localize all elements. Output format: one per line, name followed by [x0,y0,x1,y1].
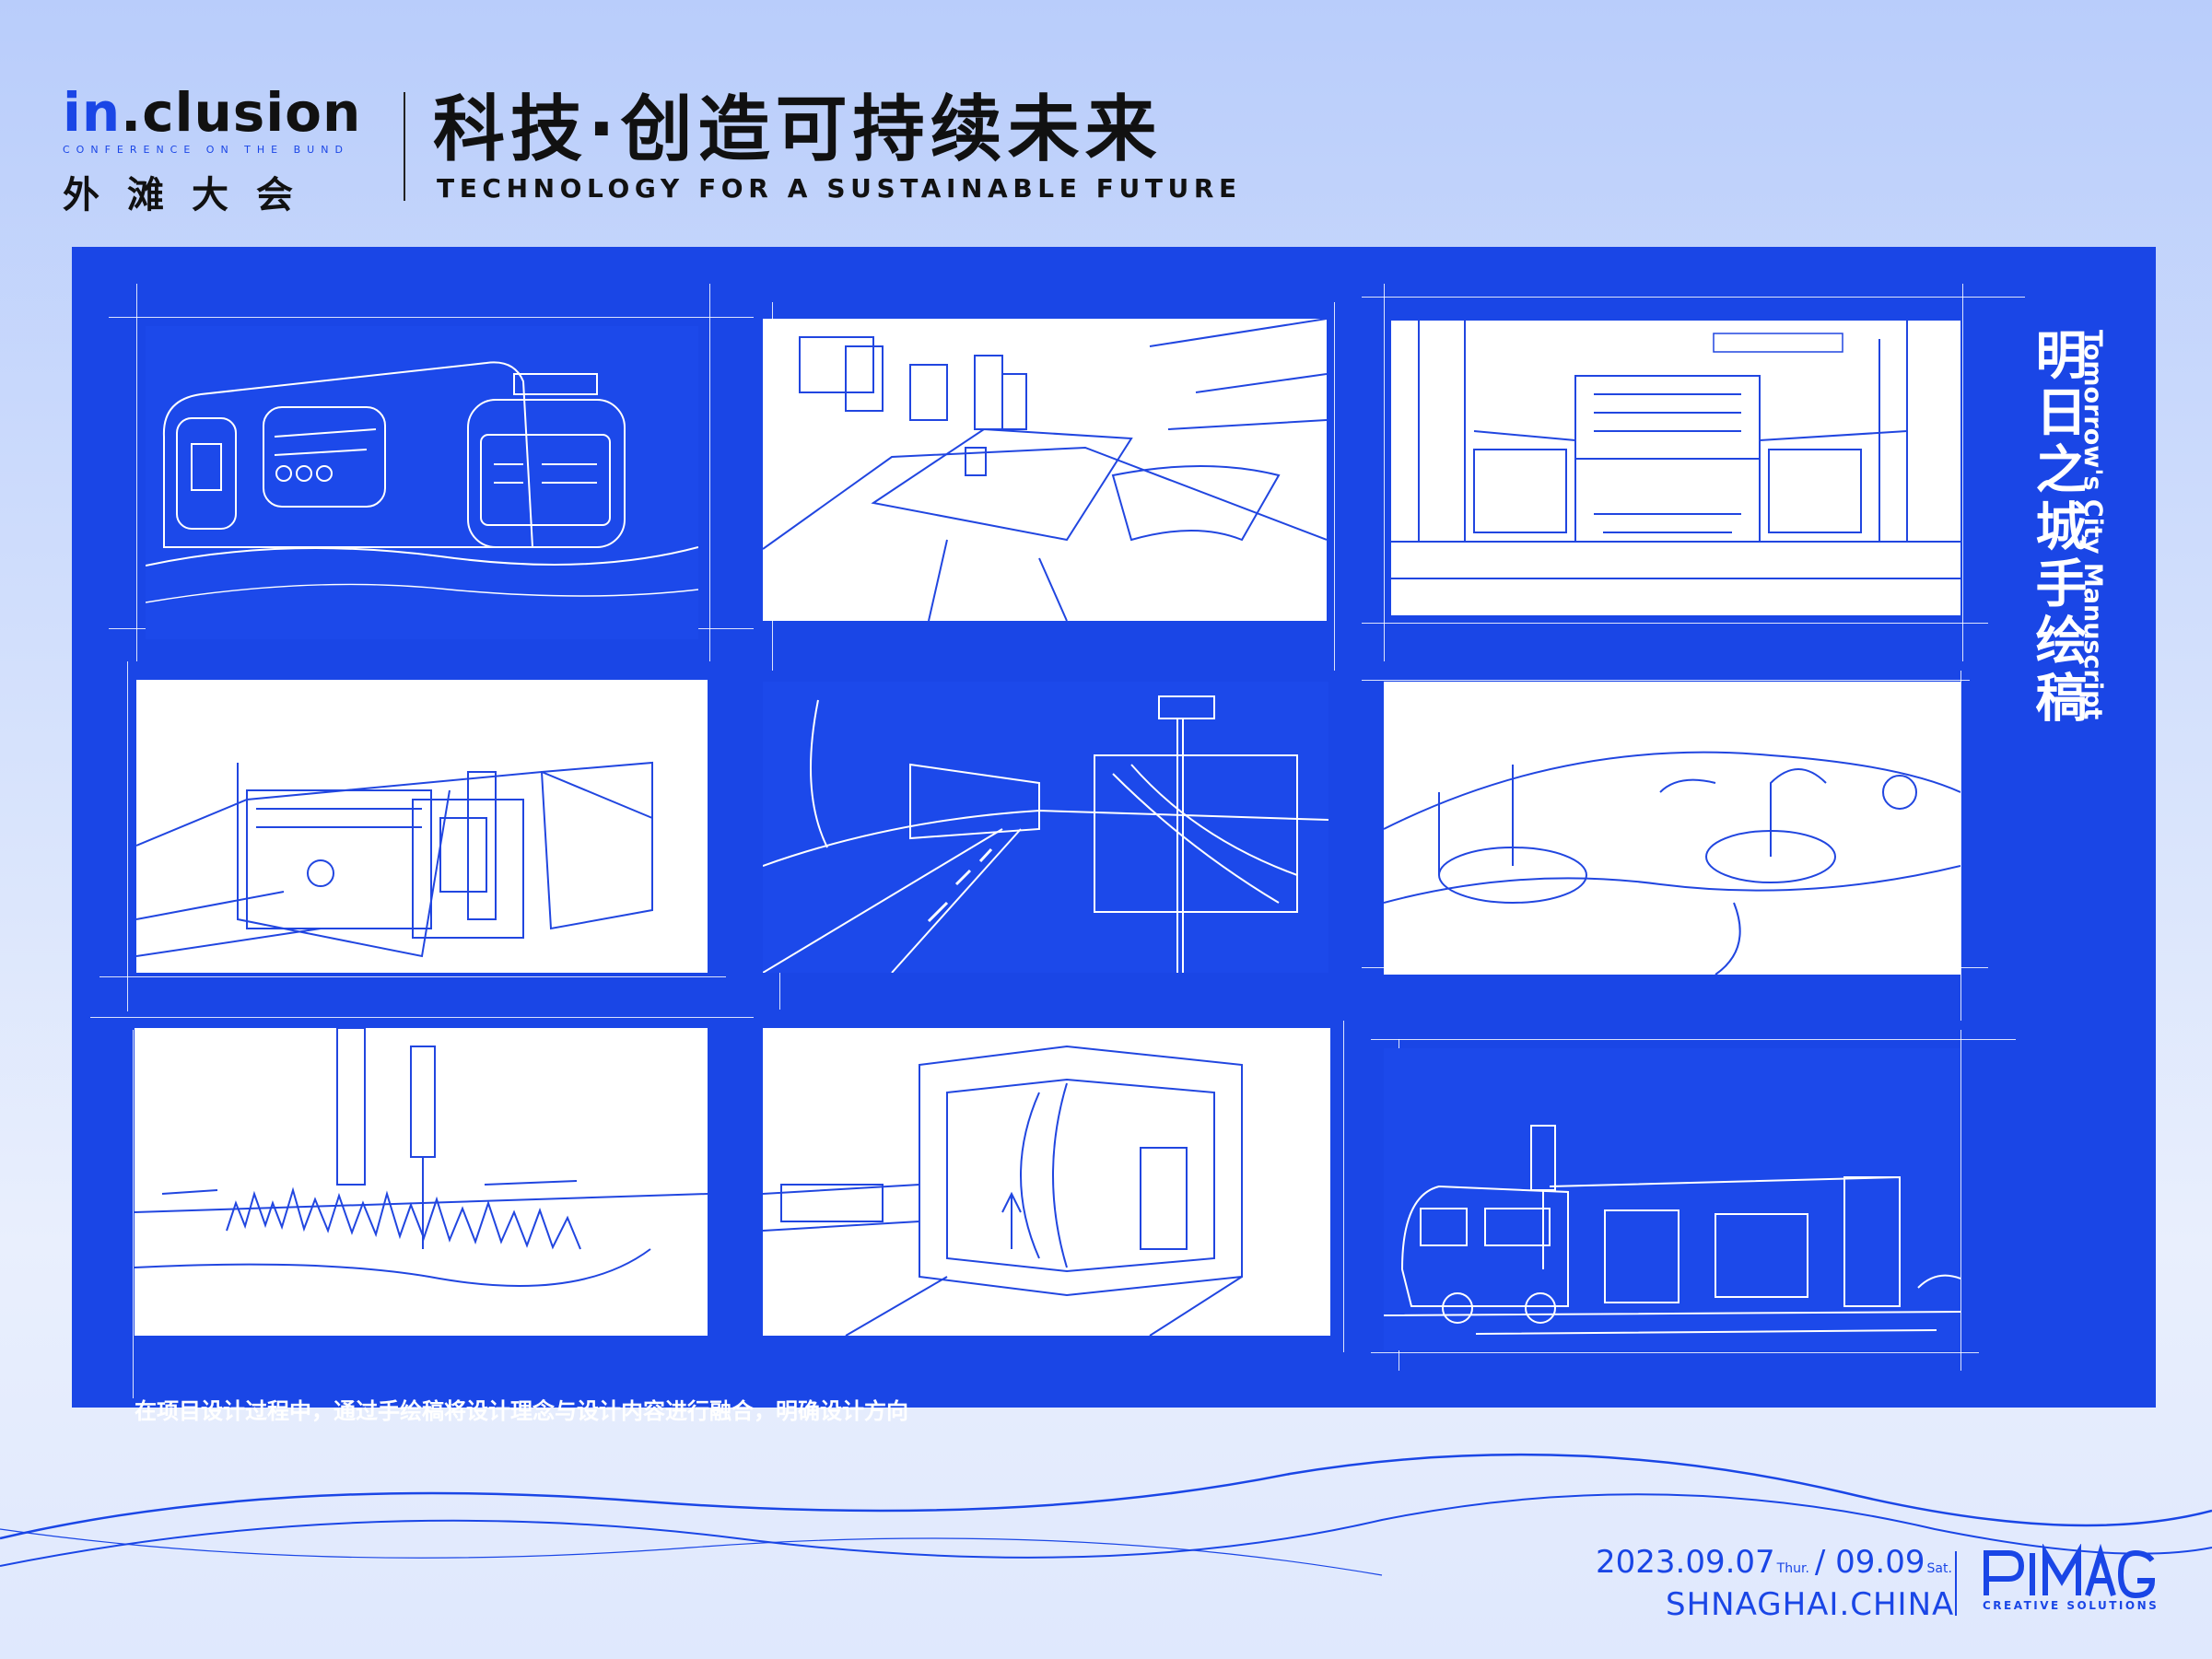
inclusion-logo: in.clusion CONFERENCE ON THE BUND 外滩大会 [63,85,376,218]
guide-line [1962,284,1963,661]
guide-line [133,1030,134,1398]
brand-subtitle: CREATIVE SOLUTIONS [1983,1599,2159,1612]
guide-line [1384,284,1385,661]
date-start: 2023.09.07 [1596,1544,1775,1581]
logo-prefix: in [63,81,122,144]
board-title: 明日之城手绘稿 Tomorrow's City Manuscript [2010,310,2121,728]
sketch-green-landscape [135,1028,708,1336]
guide-line [109,317,754,318]
guide-line [1362,680,1970,681]
board-caption: 在项目设计过程中，通过手绘稿将设计理念与设计内容进行融合，明确设计方向 [135,1398,908,1424]
sketch-financial-innovation-base [763,1028,1330,1336]
guide-line [1371,1039,2016,1040]
sketch-street-tunnel [763,682,1328,973]
logo-suffix: .clusion [121,81,362,144]
guide-line [90,1017,754,1018]
footer-divider [1955,1551,1957,1616]
sketch-global-voyage-station [1391,321,1960,615]
guide-line [1362,297,2025,298]
slogan-chinese: 科技·创造可持续未来 [433,88,1163,171]
guide-line [1371,1352,1979,1353]
guide-line [99,976,726,977]
board-title-chinese: 明日之城手绘稿 [2027,328,2087,728]
event-city: SHNAGHAI.CHINA [1666,1586,1955,1623]
logo-chinese: 外滩大会 [63,174,321,216]
guide-line [1960,1030,1961,1371]
guide-line [1362,623,1988,624]
guide-line [709,284,710,661]
sketch-plaza-aerial [763,319,1327,621]
brand-logo [1984,1544,2156,1599]
logo-subtitle: CONFERENCE ON THE BUND [63,144,349,156]
guide-line [1343,1021,1344,1352]
footer-wave [0,1453,2212,1576]
event-dates: 2023.09.07 Thur. / 09.09 Sat. [1596,1544,1958,1581]
header-divider [404,92,405,201]
board-title-english: Tomorrow's City Manuscript [2078,330,2107,720]
day-end: Sat. [1926,1561,1952,1576]
sketch-financial-education-station [146,326,698,639]
sketch-board: 明日之城手绘稿 Tomorrow's City Manuscript 在项目设计… [72,247,2156,1424]
logo-wordmark: in.clusion [63,85,376,140]
date-end: / 09.09 [1814,1544,1925,1581]
guide-line [1334,302,1335,671]
guide-line [127,661,128,1011]
sketch-future-mobility [1384,1048,1960,1350]
guide-line [136,284,137,661]
day-start: Thur. [1776,1561,1809,1576]
sketch-future-tech-park [1384,682,1960,975]
guide-line [1960,671,1961,1021]
slogan-english: TECHNOLOGY FOR A SUSTAINABLE FUTURE [437,173,1242,204]
sketch-future-digital-life [136,680,708,973]
